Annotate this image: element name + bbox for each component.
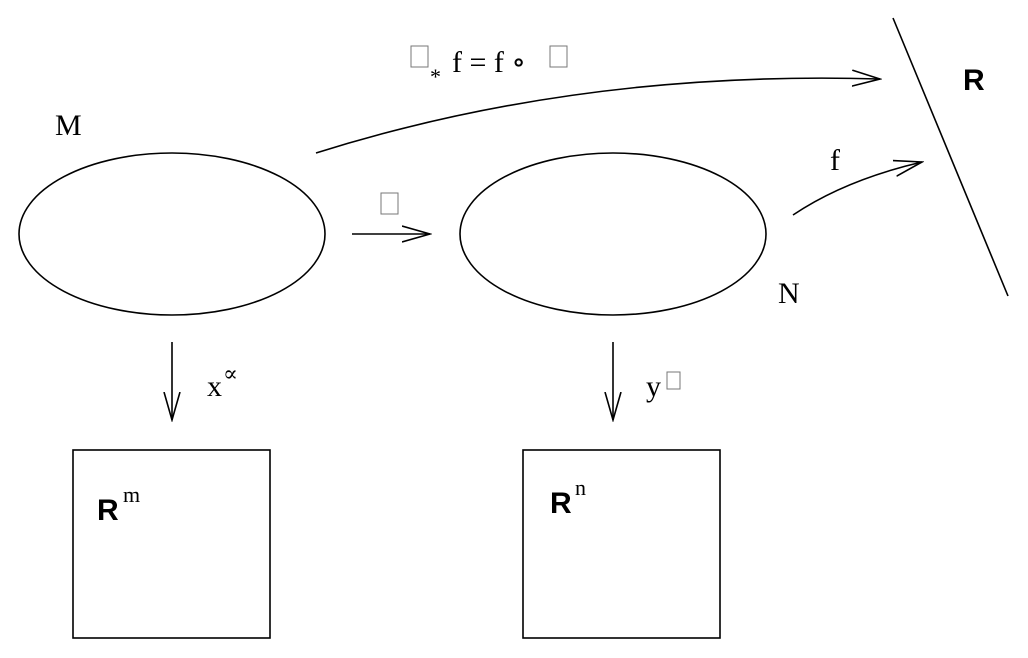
pullback-subscript: * bbox=[430, 64, 441, 89]
manifold-m-ellipse bbox=[18, 152, 326, 316]
coord-x-superscript: ∝ bbox=[223, 361, 238, 386]
coord-y-label: y bbox=[646, 370, 661, 403]
missing-glyph-phi bbox=[380, 192, 399, 215]
pullback-label: * f = f ∘ bbox=[410, 45, 568, 89]
reals-label: R bbox=[963, 64, 985, 97]
rm-superscript: m bbox=[123, 482, 140, 507]
rm-box bbox=[72, 449, 271, 639]
coord-x-label: x bbox=[207, 370, 222, 403]
real-line bbox=[892, 17, 1009, 297]
manifold-n-label: N bbox=[778, 277, 800, 310]
rn-base-label: R bbox=[550, 487, 572, 520]
missing-glyph-y-superscript bbox=[666, 371, 681, 390]
rm-base-label: R bbox=[97, 494, 119, 527]
function-f-arrow bbox=[792, 162, 922, 216]
rn-box bbox=[522, 449, 721, 639]
manifold-m-label: M bbox=[55, 109, 82, 142]
pullback-arrow bbox=[315, 78, 880, 154]
manifold-n-ellipse bbox=[459, 152, 767, 316]
rn-superscript: n bbox=[575, 475, 586, 500]
pullback-equation: f = f ∘ bbox=[452, 46, 526, 79]
missing-glyph-phi-star bbox=[410, 45, 429, 68]
function-f-label: f bbox=[830, 144, 840, 177]
missing-glyph-phi-compose bbox=[549, 45, 568, 68]
